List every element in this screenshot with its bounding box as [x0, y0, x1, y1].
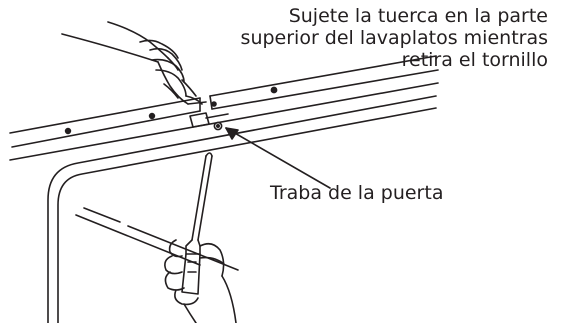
top-rail [9, 55, 439, 161]
door-latch [189, 112, 229, 131]
instruction-line-2: superior del lavaplatos mientras [240, 27, 548, 49]
latch-pointer-arrow [225, 127, 331, 189]
dishwasher-door [47, 95, 437, 324]
hand-with-screwdriver [164, 152, 237, 324]
instruction-caption: Sujete la tuerca en la parte superior de… [241, 5, 548, 71]
latch-label: Traba de la puerta [270, 182, 444, 204]
instruction-line-1: Sujete la tuerca en la parte [288, 5, 548, 27]
instruction-line-3: retira el tornillo [401, 49, 548, 71]
hand-holding-nut [61, 21, 207, 105]
